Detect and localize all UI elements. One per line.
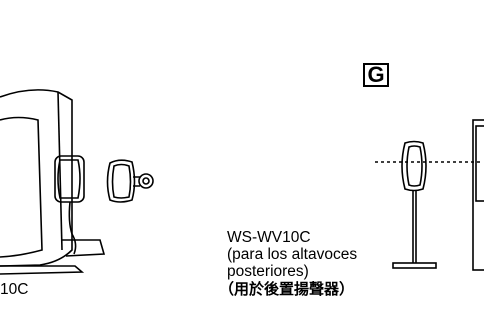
chinese-caption: （用於後置揚聲器） <box>219 280 355 298</box>
speaker-on-stand <box>375 119 484 271</box>
spanish-caption-line1: (para los altavoces <box>227 246 358 263</box>
figure-letter-box: G <box>363 63 389 87</box>
model-label: WS-WV10C <box>227 229 311 246</box>
tv-illustration <box>0 89 106 275</box>
left-model-fragment: 10C <box>0 281 29 298</box>
figure-letter: G <box>367 62 385 87</box>
speaker-separate <box>106 159 154 203</box>
speaker-on-tv <box>54 155 85 255</box>
spanish-caption-line2: posteriores) <box>227 263 309 280</box>
